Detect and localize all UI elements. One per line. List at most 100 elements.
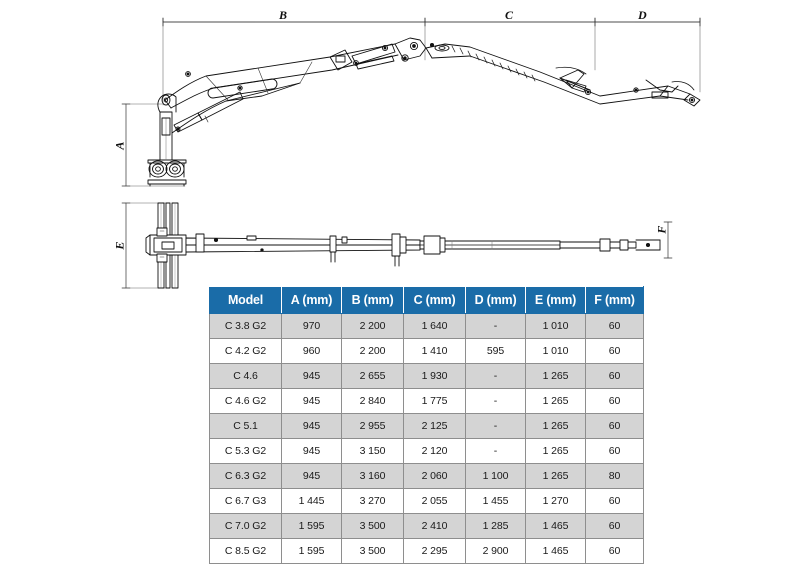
cell-a: 1 595 [281, 513, 342, 539]
cell-b: 3 160 [341, 463, 404, 489]
cell-d: - [465, 313, 526, 339]
cell-e: 1 265 [525, 363, 586, 389]
cell-f: 80 [585, 463, 644, 489]
cell-model: C 8.5 G2 [209, 538, 282, 564]
cell-f: 60 [585, 388, 644, 414]
cell-b: 3 500 [341, 513, 404, 539]
cell-c: 1 775 [403, 388, 466, 414]
column-header-b: B (mm) [341, 286, 404, 314]
column-header-e: E (mm) [525, 286, 586, 314]
cell-f: 60 [585, 538, 644, 564]
cell-c: 1 930 [403, 363, 466, 389]
top-dimension-line [162, 17, 701, 106]
cell-b: 2 200 [341, 338, 404, 364]
cell-a: 945 [281, 388, 342, 414]
cell-c: 2 410 [403, 513, 466, 539]
cell-a: 945 [281, 413, 342, 439]
cell-c: 2 125 [403, 413, 466, 439]
dimension-label-c: C [505, 8, 514, 22]
cell-d: 1 455 [465, 488, 526, 514]
cell-c: 2 060 [403, 463, 466, 489]
cell-model: C 4.6 G2 [209, 388, 282, 414]
cell-model: C 5.1 [209, 413, 282, 439]
cell-model: C 5.3 G2 [209, 438, 282, 464]
cell-f: 60 [585, 363, 644, 389]
dimension-label-e: E [112, 241, 127, 250]
specifications-table: Model A (mm) B (mm) C (mm) D (mm) E (mm)… [209, 286, 644, 564]
dimension-label-a: A [112, 141, 127, 150]
cell-c: 2 295 [403, 538, 466, 564]
cell-c: 2 055 [403, 488, 466, 514]
table-header-row: Model A (mm) B (mm) C (mm) D (mm) E (mm)… [209, 286, 644, 314]
cell-d: - [465, 438, 526, 464]
cell-d: - [465, 413, 526, 439]
column-header-a: A (mm) [281, 286, 342, 314]
cell-f: 60 [585, 438, 644, 464]
crane-side-view-art [147, 37, 701, 187]
cell-d: 2 900 [465, 538, 526, 564]
cell-model: C 4.6 [209, 363, 282, 389]
cell-e: 1 270 [525, 488, 586, 514]
cell-f: 60 [585, 338, 644, 364]
cell-c: 1 410 [403, 338, 466, 364]
cell-d: 595 [465, 338, 526, 364]
column-header-d: D (mm) [465, 286, 526, 314]
column-header-model: Model [209, 286, 282, 314]
dimension-label-b: B [279, 8, 288, 22]
cell-b: 2 655 [341, 363, 404, 389]
dimension-label-d: D [638, 8, 647, 22]
cell-model: C 4.2 G2 [209, 338, 282, 364]
cell-e: 1 010 [525, 338, 586, 364]
dimension-label-f: F [654, 225, 669, 234]
cell-model: C 6.7 G3 [209, 488, 282, 514]
cell-a: 945 [281, 363, 342, 389]
column-header-f: F (mm) [585, 286, 644, 314]
cell-e: 1 465 [525, 513, 586, 539]
cell-f: 60 [585, 313, 644, 339]
cell-a: 945 [281, 463, 342, 489]
cell-e: 1 265 [525, 413, 586, 439]
cell-d: 1 285 [465, 513, 526, 539]
cell-e: 1 465 [525, 538, 586, 564]
cell-b: 3 150 [341, 438, 404, 464]
cell-a: 1 595 [281, 538, 342, 564]
cell-a: 960 [281, 338, 342, 364]
cell-d: - [465, 388, 526, 414]
cell-f: 60 [585, 413, 644, 439]
cell-a: 970 [281, 313, 342, 339]
cell-f: 60 [585, 488, 644, 514]
column-header-c: C (mm) [403, 286, 466, 314]
cell-model: C 3.8 G2 [209, 313, 282, 339]
cell-f: 60 [585, 513, 644, 539]
cell-b: 2 955 [341, 413, 404, 439]
cell-e: 1 010 [525, 313, 586, 339]
cell-model: C 6.3 G2 [209, 463, 282, 489]
cell-e: 1 265 [525, 438, 586, 464]
cell-model: C 7.0 G2 [209, 513, 282, 539]
cell-a: 945 [281, 438, 342, 464]
cell-b: 3 500 [341, 538, 404, 564]
cell-b: 3 270 [341, 488, 404, 514]
dimension-a [121, 103, 186, 187]
cell-e: 1 265 [525, 388, 586, 414]
cell-c: 2 120 [403, 438, 466, 464]
cell-b: 2 840 [341, 388, 404, 414]
cell-c: 1 640 [403, 313, 466, 339]
cell-a: 1 445 [281, 488, 342, 514]
crane-plan-view-art [121, 202, 673, 289]
specifications-table-container: Model A (mm) B (mm) C (mm) D (mm) E (mm)… [209, 286, 644, 564]
cell-b: 2 200 [341, 313, 404, 339]
cell-d: 1 100 [465, 463, 526, 489]
cell-d: - [465, 363, 526, 389]
